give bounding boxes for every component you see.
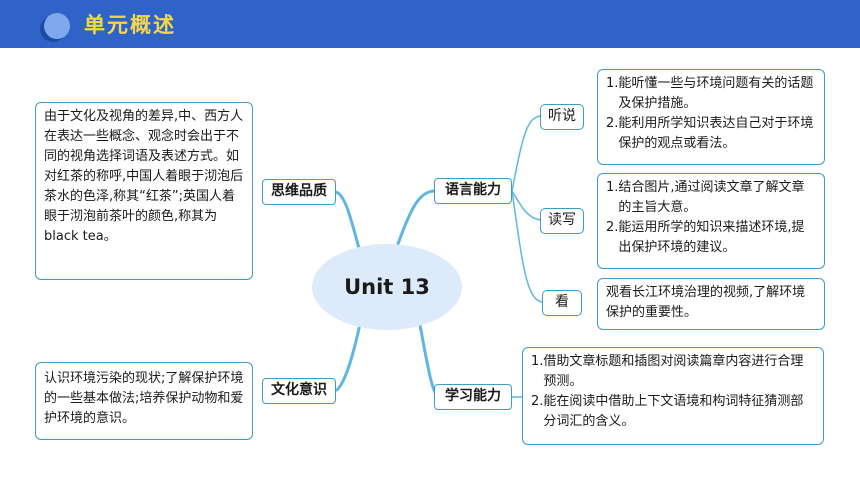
connector-read <box>511 190 541 221</box>
view-label: 看 <box>542 290 582 316</box>
header-circle-icon <box>44 13 70 39</box>
list-item: 2.能运用所学的知识来描述环境,提出保护环境的建议。 <box>606 220 805 255</box>
connector-listen <box>511 115 541 192</box>
page-title: 单元概述 <box>84 13 176 37</box>
read-write-label: 读写 <box>540 208 584 234</box>
cultural-awareness-label: 文化意识 <box>262 378 336 404</box>
listen-speak-box: 1.能听懂一些与环境问题有关的话题及保护措施。 2.能利用所学知识表达自己对于环… <box>597 69 825 165</box>
cultural-awareness-content: 认识环境污染的现状;了解保护环境的一些基本做法;培养保护动物和爱护环境的意识。 <box>44 371 244 426</box>
connector-thinking <box>334 190 362 254</box>
connector-language <box>396 189 436 246</box>
connector-view <box>511 190 543 303</box>
connector-culture <box>335 322 362 392</box>
list-item: 2.能在阅读中借助上下文语境和构词特征猜测部分词汇的含义。 <box>531 394 804 429</box>
list-item: 1.能听懂一些与环境问题有关的话题及保护措施。 <box>606 76 814 111</box>
read-write-box: 1.结合图片,通过阅读文章了解文章的主旨大意。 2.能运用所学的知识来描述环境,… <box>597 173 825 269</box>
view-content: 观看长江环境治理的视频,了解环境保护的重要性。 <box>606 285 806 320</box>
center-node: Unit 13 <box>312 244 462 330</box>
thinking-quality-text: 由于文化及视角的差异,中、西方人在表达一些概念、观念时会出于不同的视角选择词语及… <box>35 102 253 280</box>
listen-speak-label: 听说 <box>540 104 584 130</box>
list-item: 1.借助文章标题和插图对阅读篇章内容进行合理预测。 <box>531 354 804 389</box>
header-bar: 单元概述 <box>0 0 860 48</box>
language-ability-label: 语言能力 <box>434 178 512 204</box>
list-item: 1.结合图片,通过阅读文章了解文章的主旨大意。 <box>606 180 805 215</box>
learning-ability-label: 学习能力 <box>434 384 512 410</box>
view-box: 观看长江环境治理的视频,了解环境保护的重要性。 <box>597 278 825 330</box>
learning-ability-box: 1.借助文章标题和插图对阅读篇章内容进行合理预测。 2.能在阅读中借助上下文语境… <box>522 347 824 445</box>
cultural-awareness-text: 认识环境污染的现状;了解保护环境的一些基本做法;培养保护动物和爱护环境的意识。 <box>35 362 253 440</box>
list-item: 2.能利用所学知识表达自己对于环境保护的观点或看法。 <box>606 116 814 151</box>
thinking-quality-label: 思维品质 <box>262 179 336 205</box>
thinking-quality-content: 由于文化及视角的差异,中、西方人在表达一些概念、观念时会出于不同的视角选择词语及… <box>44 109 244 244</box>
